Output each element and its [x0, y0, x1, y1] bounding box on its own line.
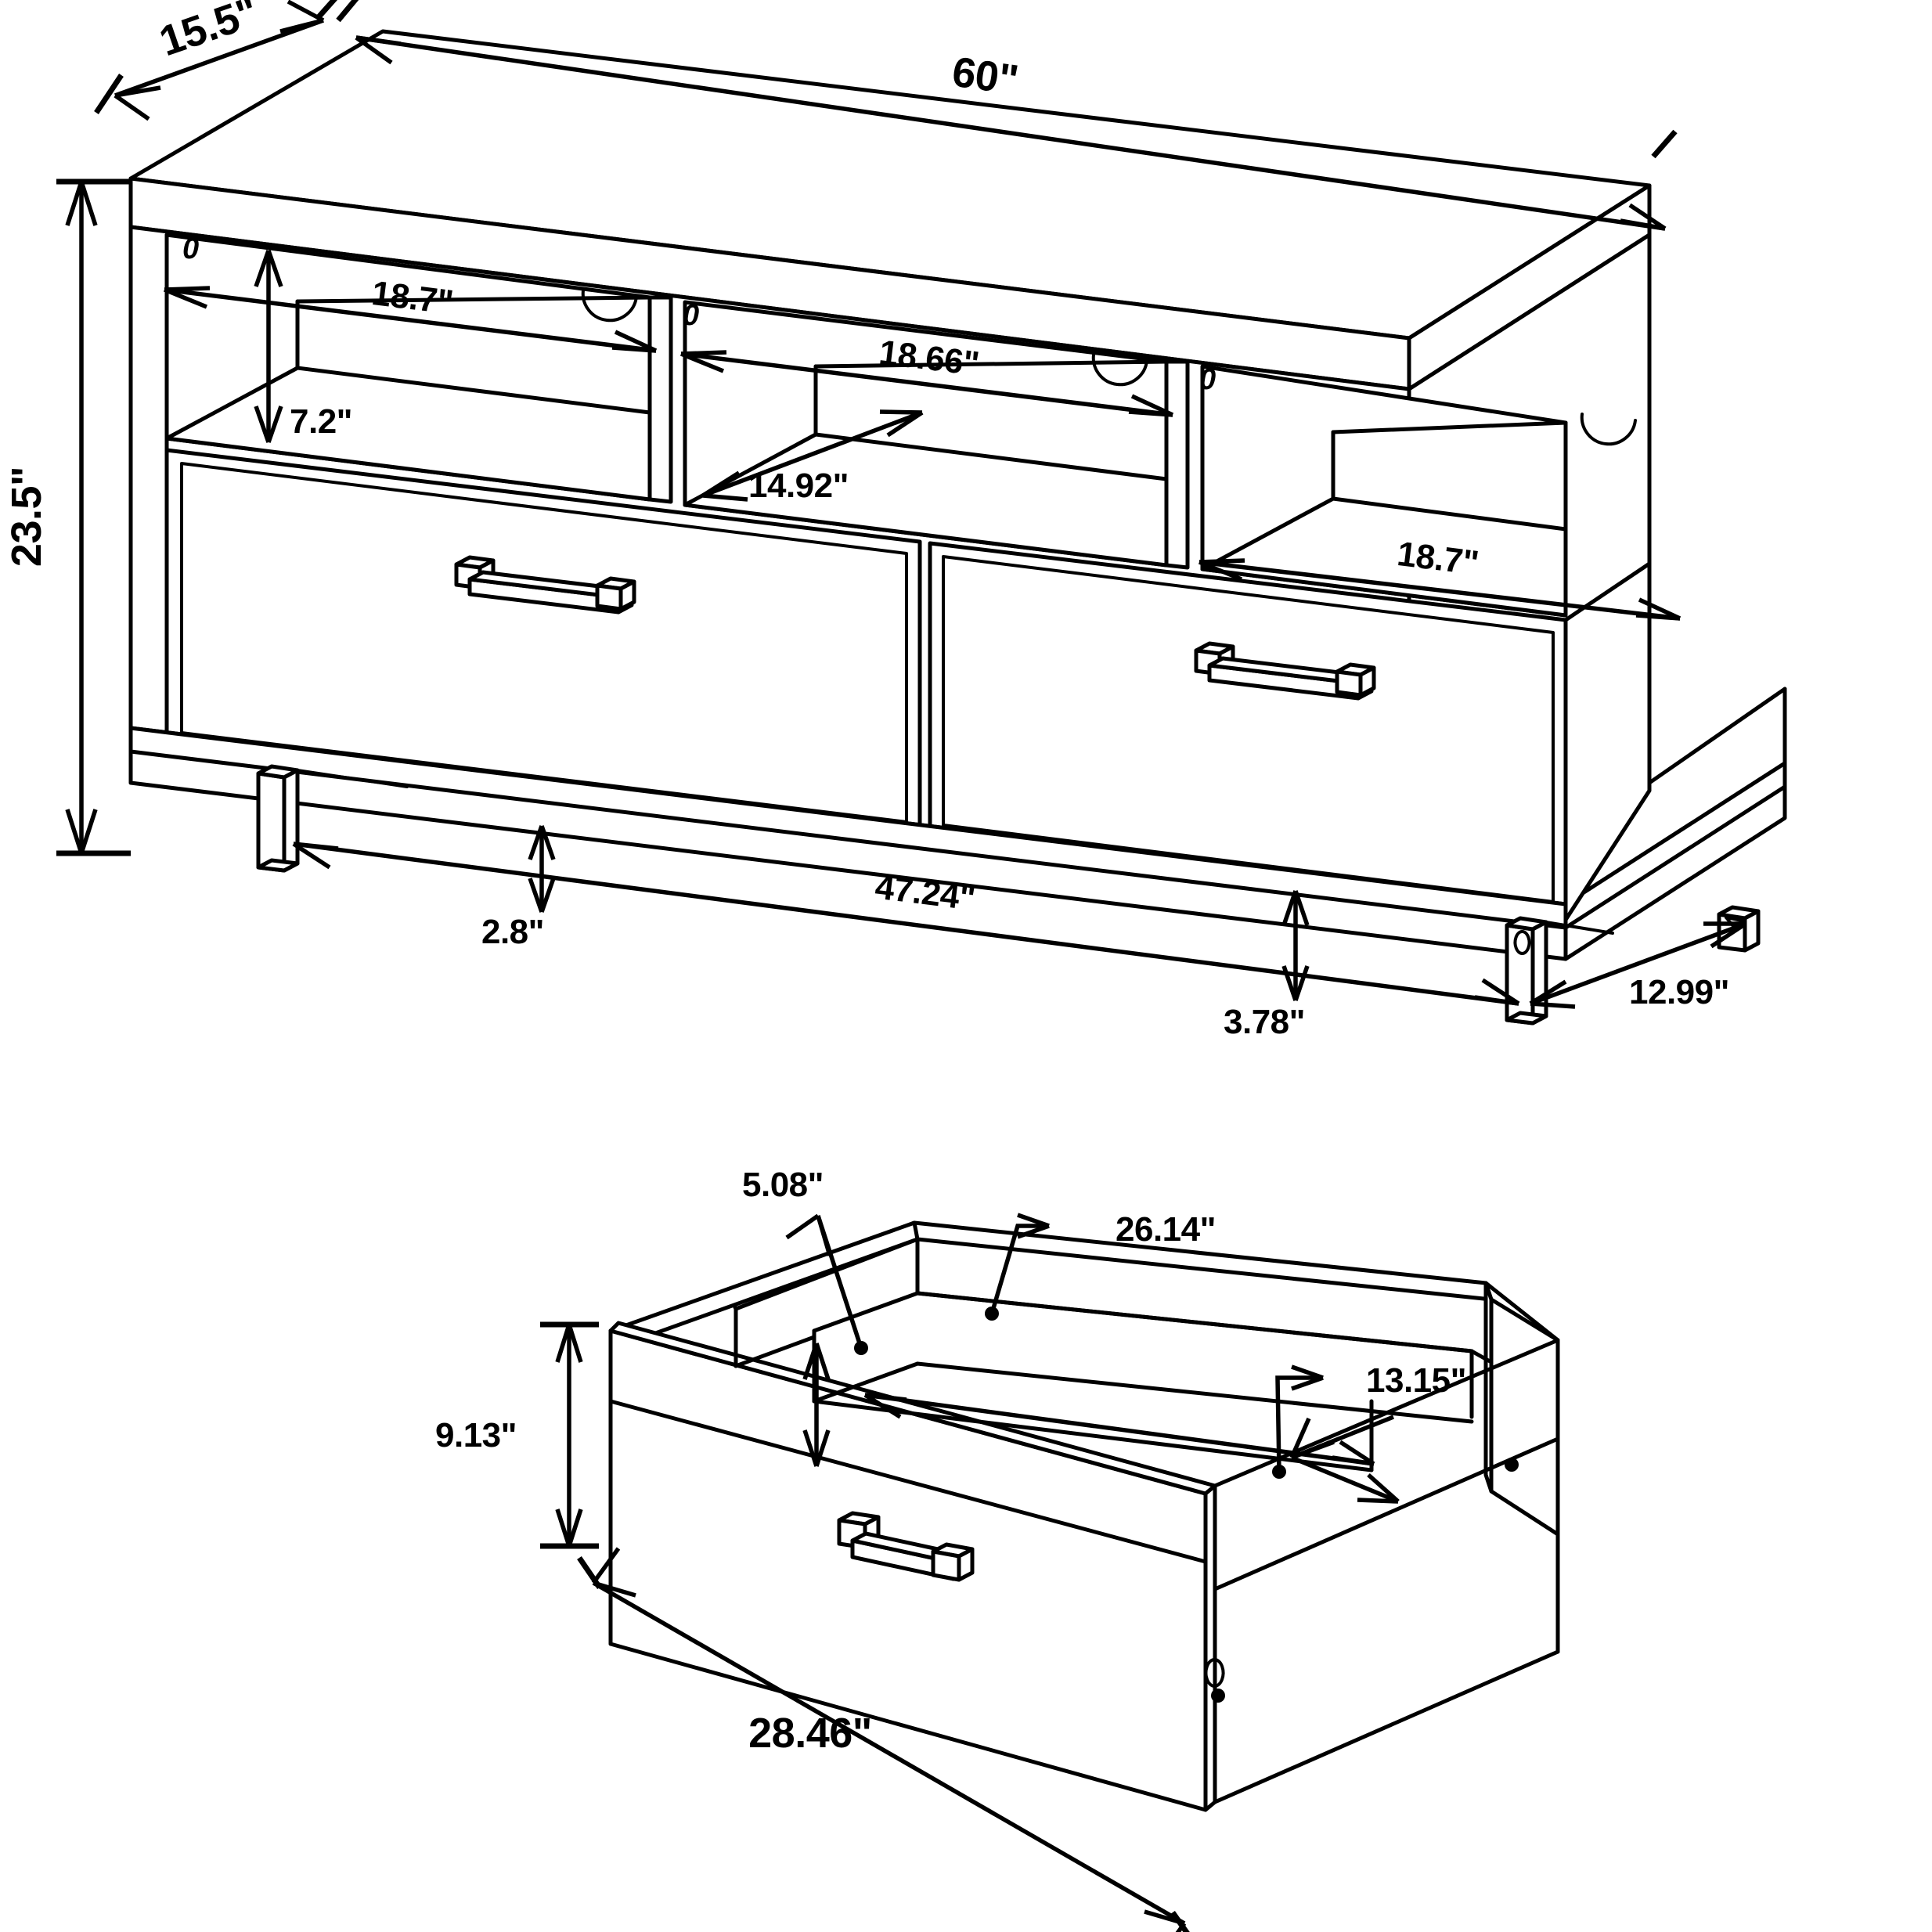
dimension-label-drawer-face-width: 28.46"	[748, 1710, 872, 1757]
handle-left[interactable]	[454, 555, 636, 615]
cable-notch-icon-left	[581, 289, 638, 323]
dimension-shelf-height: 7.2"	[254, 250, 353, 443]
dimension-overall-width: 60"	[336, 0, 1678, 231]
dimension-base-clearance: 3.78"	[1224, 890, 1310, 1041]
dimension-drawer-face-width: 28.46"	[577, 1547, 1190, 1932]
leg-front-left	[256, 771, 287, 873]
dimension-label-drawer-face-height: 9.13"	[435, 1416, 517, 1454]
dimension-label-drawer-inner-len: 26.14"	[1116, 1210, 1216, 1249]
dimension-label-base-clearance: 3.78"	[1224, 1003, 1305, 1041]
dimension-left-shelf-width: 18.7"	[163, 274, 658, 353]
dimension-label-shelf-depth: 14.92"	[748, 467, 849, 505]
handle-right[interactable]	[1194, 641, 1376, 701]
cable-notch-icon-right	[1580, 413, 1637, 446]
dimension-label-overall-width: 60"	[950, 49, 1022, 104]
top-panel	[128, 29, 1652, 391]
dimension-drawer-side-height: 5.08"	[742, 1166, 868, 1467]
dimension-label-drawer-side-height: 5.08"	[742, 1166, 824, 1204]
drawer-screw-icon	[1204, 1658, 1225, 1688]
dimension-label-leg-depth-span: 12.99"	[1629, 973, 1729, 1011]
drawer-handle[interactable]	[837, 1511, 975, 1582]
dimension-shelf-depth: 14.92"	[701, 409, 924, 505]
divider-left	[647, 295, 673, 504]
cable-notch-icon-center	[1091, 353, 1148, 387]
dimension-label-depth: 15.5"	[153, 0, 264, 65]
cable-notch-group	[581, 289, 1637, 446]
right-lower-side	[1563, 561, 1652, 922]
dimension-right-shelf-width: 18.7"	[1198, 535, 1681, 621]
dimension-drawer-inner-len: 26.14"	[863, 1210, 1375, 1466]
marker-zero-left: 0	[182, 232, 199, 265]
base-plinth	[128, 687, 1787, 961]
console-view: 15.5" 60" 23.5" 18.7"	[3, 0, 1787, 1041]
marker-zero-center: 0	[683, 299, 699, 332]
dimension-drawer-face-height: 9.13"	[435, 1321, 599, 1549]
leg-screw-icon-right	[1513, 930, 1531, 955]
dimension-label-overall-height: 23.5"	[3, 467, 50, 567]
dimension-overall-height: 23.5"	[3, 178, 131, 856]
dimension-leg-height: 2.8"	[481, 825, 556, 951]
cubby-right-shelf	[1200, 496, 1568, 618]
dimension-label-drawer-inner-width: 13.15"	[1366, 1361, 1466, 1400]
drawer-side-wall-right	[1469, 1281, 1560, 1537]
dimension-leg-depth-span: 12.99"	[1529, 921, 1747, 1011]
dimension-drawer-inner-width: 13.15"	[1272, 1361, 1466, 1504]
drawer-detail-view: 5.08" 26.14" 9.13"	[435, 1166, 1560, 1932]
dimension-label-shelf-height: 7.2"	[290, 402, 352, 441]
dimension-label-leg-height: 2.8"	[481, 913, 544, 951]
drawer-fronts	[164, 448, 1568, 918]
divider-center	[1164, 359, 1190, 570]
marker-zero-right: 0	[1199, 363, 1216, 396]
